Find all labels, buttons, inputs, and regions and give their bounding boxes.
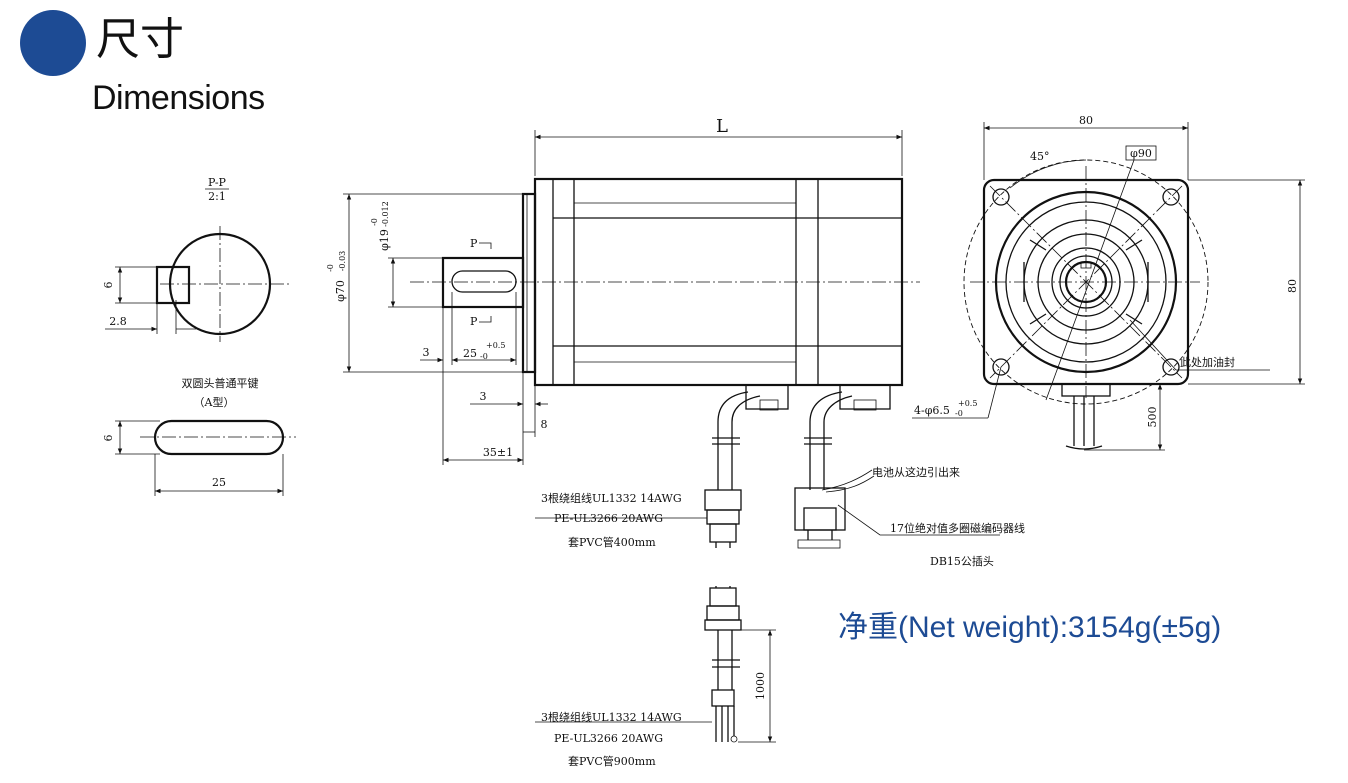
bullet-circle-icon xyxy=(20,10,86,76)
pilot-diameter-dim: φ90 xyxy=(1130,147,1152,160)
section-pp-scale: 2:1 xyxy=(208,190,226,203)
shaft-keyway xyxy=(451,270,517,293)
key-length-side-dim: 25 xyxy=(463,347,477,360)
section-mark-bottom: P xyxy=(470,315,478,328)
lower-cable-spec-2: PE-UL3266 20AWG xyxy=(554,732,663,745)
key-length-tol-lower: -0 xyxy=(480,352,488,361)
width-dim: 80 xyxy=(1079,114,1093,127)
section-mark-top: P xyxy=(470,237,478,250)
flange-step-dim: 3 xyxy=(480,390,487,403)
power-plug xyxy=(704,489,742,511)
flange-thickness-dim: 8 xyxy=(541,418,548,431)
page-title-en: Dimensions xyxy=(92,79,265,117)
key-length-dim: 25 xyxy=(212,476,226,489)
shaft-tol-upper: -0 xyxy=(370,218,379,226)
db15-label: DB15公插头 xyxy=(930,554,994,568)
motor-front-view: 80 80 45° xyxy=(912,114,1305,451)
page-title-cn: 尺寸 xyxy=(96,14,184,65)
encoder-connector-housing xyxy=(839,384,891,410)
section-pp-view: P-P 2:1 6 2.8 xyxy=(102,176,292,342)
front-connector xyxy=(1061,383,1111,397)
flange-tol-upper: -0 xyxy=(326,264,335,272)
key-type-caption: （A型） xyxy=(194,395,235,409)
mount-holes-tol-lower: -0 xyxy=(955,409,963,418)
mount-hole-br xyxy=(1162,358,1180,376)
shaft-diameter-dim: φ19 xyxy=(378,229,391,251)
output-shaft xyxy=(441,256,525,309)
front-cable-dim: 500 xyxy=(1146,407,1159,428)
lower-plug xyxy=(709,587,737,607)
key-height-dim: 6 xyxy=(102,435,115,442)
keyway-notch xyxy=(155,265,191,305)
battery-note: 电池从这边引出来 xyxy=(872,465,960,479)
key-offset-dim: 3 xyxy=(423,346,430,359)
power-cable-spec-1: 3根绕组线UL1332 14AWG xyxy=(541,491,682,505)
net-weight: 净重(Net weight):3154g(±5g) xyxy=(838,611,1222,644)
oil-seal-note: 此处加油封 xyxy=(1180,355,1235,369)
key-outline xyxy=(153,419,285,456)
power-cable-spec-3: 套PVC管400mm xyxy=(568,535,656,549)
shaft-tol-lower: -0.012 xyxy=(381,201,390,227)
cables: 3根绕组线UL1332 14AWG PE-UL3266 20AWG 套PVC管4… xyxy=(535,391,1025,768)
key-view: 双圆头普通平键 （A型） 6 25 xyxy=(102,376,296,496)
mount-holes-tol-upper: +0.5 xyxy=(958,399,977,408)
mount-hole-tr xyxy=(1162,188,1180,206)
bolt-circle xyxy=(963,159,1209,405)
length-L-dim: L xyxy=(716,116,728,137)
mount-hole-tl xyxy=(992,188,1010,206)
mount-holes-dim: 4-φ6.5 xyxy=(914,404,950,417)
height-dim: 80 xyxy=(1286,279,1299,293)
mount-hole-bl xyxy=(992,358,1010,376)
lower-cable-spec-1: 3根绕组线UL1332 14AWG xyxy=(541,710,682,724)
keyway-depth-dim: 2.8 xyxy=(109,315,127,328)
power-cable-spec-2: PE-UL3266 20AWG xyxy=(554,512,663,525)
shaft-length-dim: 35±1 xyxy=(483,446,513,459)
flange-tol-lower: -0.03 xyxy=(338,251,347,272)
cable-length-dim: 1000 xyxy=(754,672,767,700)
key-length-tol-upper: +0.5 xyxy=(486,341,505,350)
encoder-cable-spec: 17位绝对值多圈磁编码器线 xyxy=(890,521,1025,535)
mounting-flange xyxy=(521,192,537,374)
key-caption: 双圆头普通平键 xyxy=(182,376,259,390)
power-connector-housing xyxy=(745,384,789,410)
flange-diameter-dim: φ70 xyxy=(334,280,347,302)
lower-cable-spec-3: 套PVC管900mm xyxy=(568,754,656,768)
keyway-height-dim: 6 xyxy=(102,282,115,289)
section-pp-label: P-P xyxy=(208,176,227,189)
motor-side-view: L P P φ70 -0 -0.03 φ19 -0 xyxy=(326,116,920,465)
header: 尺寸 Dimensions xyxy=(0,0,400,120)
angle-dim: 45° xyxy=(1030,150,1050,163)
db15-connector xyxy=(794,487,846,531)
